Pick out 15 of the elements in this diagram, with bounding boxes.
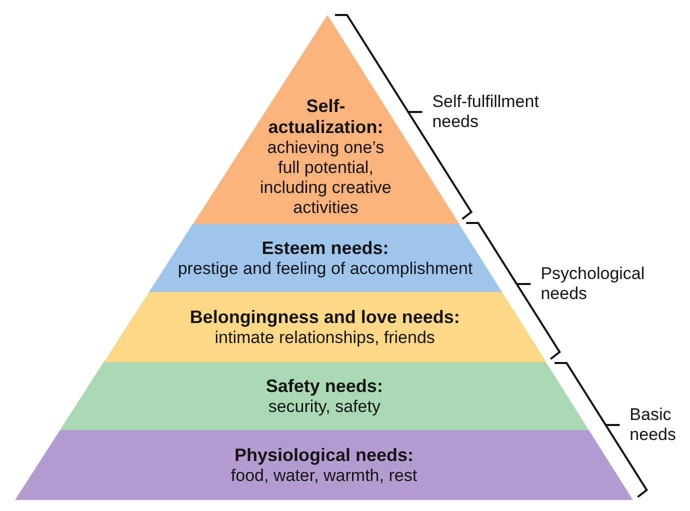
tier-description: intimate relationships, friends — [214, 328, 435, 346]
pyramid-tier — [60, 362, 589, 430]
bracket-label: Self-fulfillment needs — [432, 92, 539, 131]
tier-description: achieving one’s full potential, including creative activities — [260, 138, 392, 217]
tier-description: prestige and feeling of accomplishment — [178, 258, 473, 278]
tier-heading: Safety needs: — [266, 376, 383, 396]
tier-heading: Physiological needs: — [234, 444, 414, 464]
tier-heading: Belongingness and love needs: — [190, 306, 460, 326]
tier-description: security, safety — [268, 396, 380, 416]
pyramid-tier — [148, 224, 502, 292]
tier-heading: Esteem needs: — [262, 238, 389, 258]
bracket-label: Basic needs — [630, 405, 676, 444]
tier-description: food, water, warmth, rest — [230, 466, 418, 484]
bracket-label: Psychological needs — [540, 264, 645, 303]
tier-heading: Self-actualization: — [268, 96, 384, 137]
